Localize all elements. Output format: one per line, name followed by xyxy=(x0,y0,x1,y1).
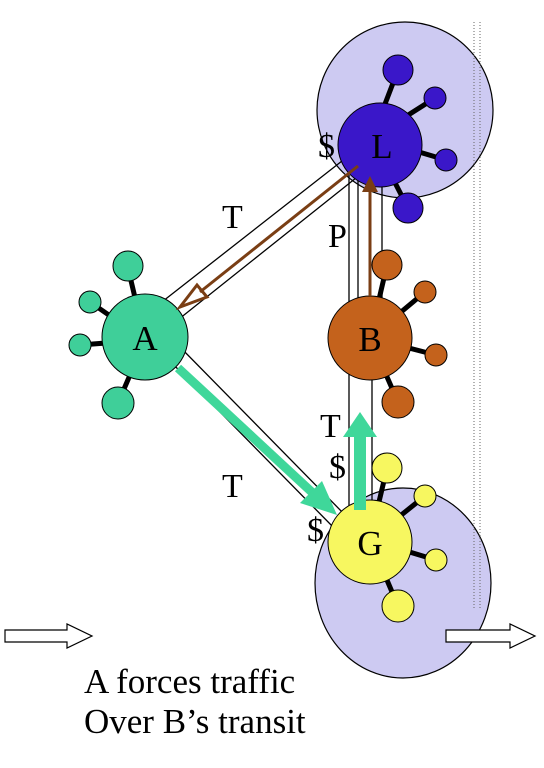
node-l-circle xyxy=(337,102,423,188)
caption-line-1: A forces traffic xyxy=(84,662,296,701)
label-t-a-l: T xyxy=(222,199,243,236)
node-l: L xyxy=(337,54,458,224)
dollar-at-l: $ xyxy=(318,128,335,165)
green-arrow-g-to-b xyxy=(343,412,377,510)
label-t-a-g: T xyxy=(222,468,243,505)
right-arrow-right-icon xyxy=(445,623,537,649)
node-b-label: B xyxy=(358,320,381,359)
node-g: G xyxy=(327,452,448,623)
dollar-at-g-top: $ xyxy=(329,449,346,486)
brown-arrow-l-to-a xyxy=(175,164,359,311)
caption-line-2: Over B’s transit xyxy=(84,702,306,741)
caption: A forces traffic Over B’s transit xyxy=(84,662,306,742)
dollar-at-g-left: $ xyxy=(307,512,324,549)
label-t-b-g: T xyxy=(320,408,341,445)
node-a: A xyxy=(68,250,189,420)
node-a-label: A xyxy=(132,319,158,358)
brown-arrow-b-to-l xyxy=(362,176,378,296)
node-l-label: L xyxy=(371,127,392,166)
node-g-circle xyxy=(327,499,413,585)
node-g-label: G xyxy=(357,524,382,563)
node-a-circle xyxy=(101,293,189,381)
node-b: B xyxy=(327,249,448,419)
label-p-l-b: P xyxy=(328,218,347,255)
green-arrow-a-to-g xyxy=(174,364,337,515)
right-arrow-left-icon xyxy=(4,623,94,649)
